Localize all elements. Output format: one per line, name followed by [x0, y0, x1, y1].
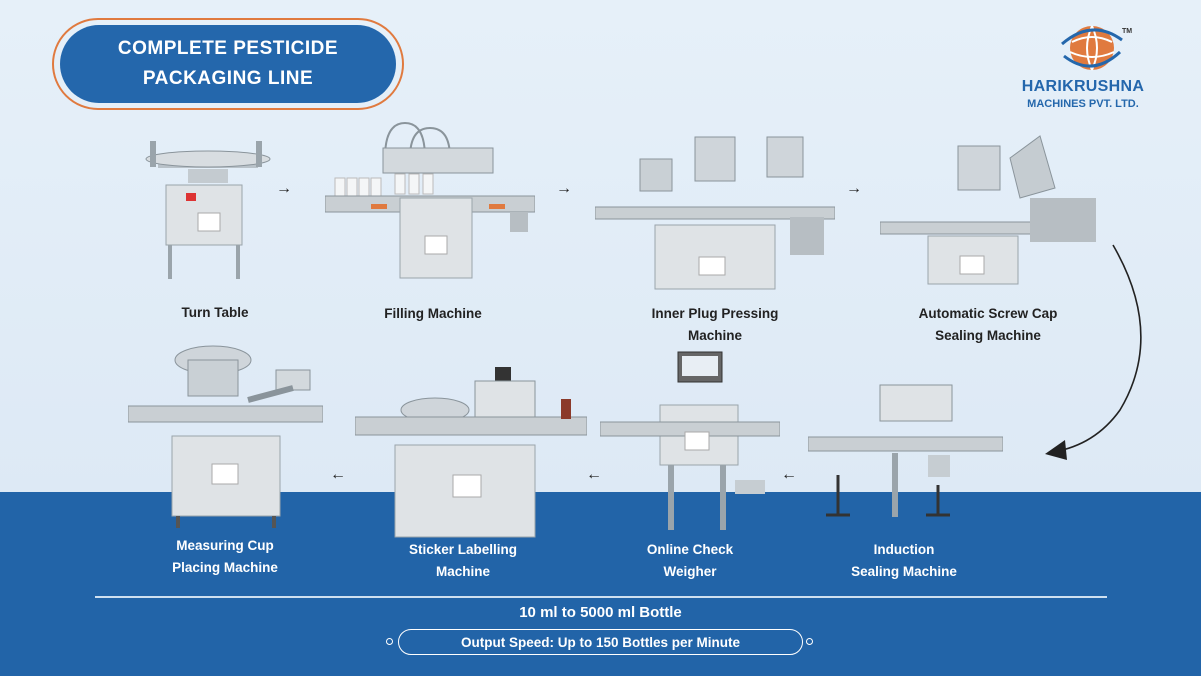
- label-line: Induction: [873, 542, 935, 557]
- label-sticker-labelling: Sticker Labelling Machine: [388, 539, 538, 583]
- flow-curved-arrow: [1045, 244, 1142, 460]
- label-induction: Induction Sealing Machine: [824, 539, 984, 583]
- title-line-1: COMPLETE PESTICIDE: [117, 38, 339, 59]
- label-measuring-cup: Measuring Cup Placing Machine: [150, 535, 300, 579]
- footer-divider: [95, 596, 1107, 598]
- output-speed-pill: Output Speed: Up to 150 Bottles per Minu…: [398, 629, 803, 655]
- label-turn-table: Turn Table: [140, 302, 290, 324]
- label-line: Machine: [435, 564, 490, 579]
- page-title: COMPLETE PESTICIDE PACKAGING LINE: [60, 25, 396, 103]
- filling-machine-image: [325, 121, 535, 279]
- label-line: Turn Table: [181, 305, 249, 320]
- flow-arrow-left-1: ←: [781, 466, 797, 483]
- label-line: Sealing Machine: [935, 328, 1041, 343]
- flow-arrow-left-3: ←: [330, 466, 346, 483]
- sticker-labelling-machine-image: [355, 367, 587, 538]
- measuring-cup-placing-machine-image: [128, 345, 323, 528]
- company-logo: TM HARIKRUSHNA MACHINES PVT. LTD.: [1008, 22, 1178, 117]
- label-line: Filling Machine: [384, 306, 482, 321]
- flow-arrow-right-3: →: [846, 180, 862, 197]
- label-screw-cap: Automatic Screw Cap Sealing Machine: [898, 303, 1078, 347]
- label-filling-machine: Filling Machine: [358, 303, 508, 325]
- label-line: Machine: [687, 328, 742, 343]
- globe-logo-icon: [1061, 25, 1123, 71]
- online-check-weigher-image: [600, 351, 780, 530]
- label-line: Inner Plug Pressing: [651, 306, 779, 321]
- title-outline: [52, 18, 404, 110]
- label-line: Automatic Screw Cap: [918, 306, 1058, 321]
- output-speed-text: Output Speed: Up to 150 Bottles per Minu…: [460, 634, 740, 650]
- title-line-2: PACKAGING LINE: [142, 68, 314, 89]
- inner-plug-pressing-machine-image: [595, 136, 835, 290]
- flow-arrow-left-2: ←: [586, 466, 602, 483]
- label-line: Measuring Cup: [176, 538, 274, 553]
- label-line: Sticker Labelling: [408, 542, 518, 557]
- label-check-weigher: Online Check Weigher: [620, 539, 760, 583]
- label-line: Sealing Machine: [851, 564, 957, 579]
- company-subtitle: MACHINES PVT. LTD.: [1027, 98, 1139, 110]
- label-line: Weigher: [663, 564, 717, 579]
- flow-arrow-right-1: →: [276, 180, 292, 197]
- label-line: Placing Machine: [172, 560, 278, 575]
- turn-table-machine-image: [145, 141, 271, 279]
- screw-cap-sealing-machine-image: [880, 135, 1096, 285]
- company-name: HARIKRUSHNA: [1021, 78, 1145, 95]
- bottle-range-text: 10 ml to 5000 ml Bottle: [519, 604, 682, 621]
- pill-left-dot: [386, 638, 393, 645]
- label-line: Online Check: [646, 542, 734, 557]
- flow-arrow-right-2: →: [556, 180, 572, 197]
- label-inner-plug: Inner Plug Pressing Machine: [630, 303, 800, 347]
- induction-sealing-machine-image: [808, 384, 1003, 517]
- trademark-mark: TM: [1122, 28, 1133, 35]
- pill-right-dot: [806, 638, 813, 645]
- background-bottom-band: [0, 492, 1201, 676]
